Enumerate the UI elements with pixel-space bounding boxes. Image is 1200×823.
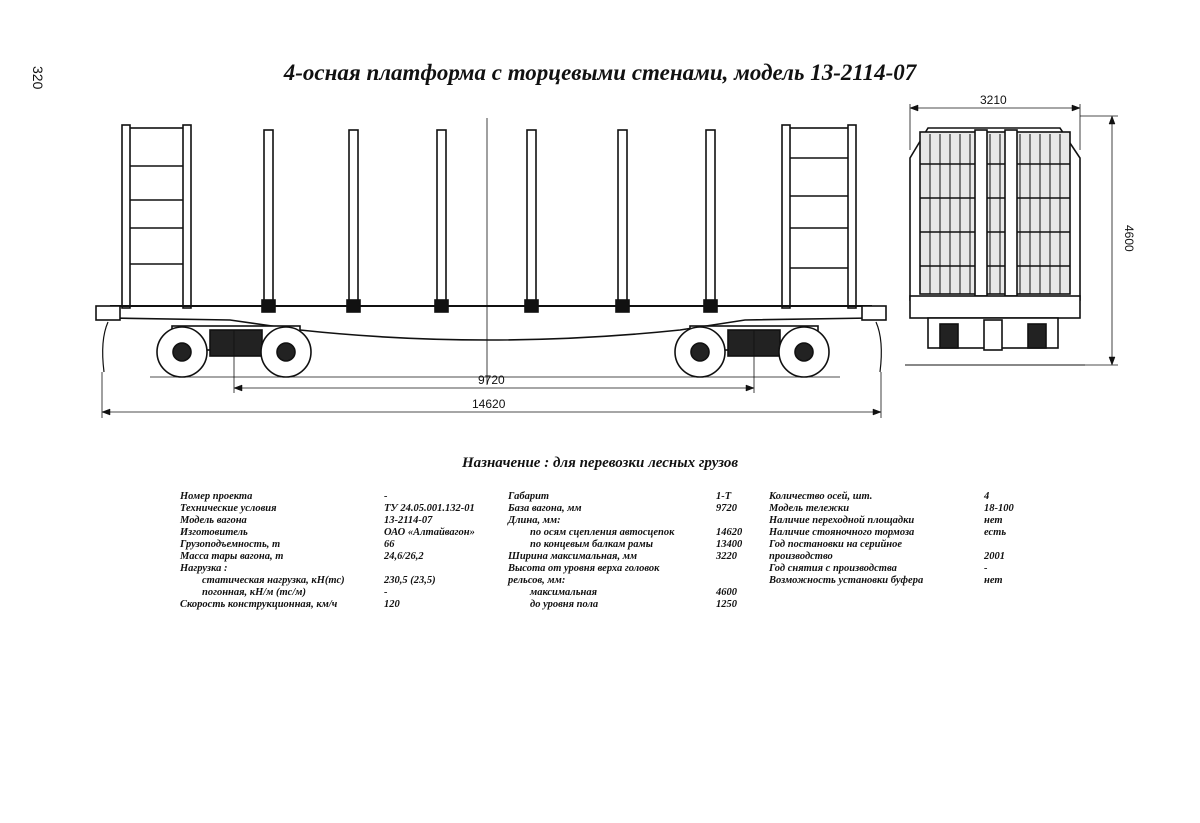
spec-value: 230,5 (23,5) — [384, 575, 436, 586]
spec-value: есть — [984, 527, 1007, 538]
purpose-heading: Назначение : для перевозки лесных грузов — [461, 455, 739, 471]
spec-value: 66 — [384, 539, 395, 550]
spec-value — [384, 563, 475, 575]
spec-value: - — [984, 563, 988, 574]
spec-label: Длина, мм: — [508, 515, 561, 526]
spec-value: 9720 — [716, 503, 737, 514]
spec-col2-values: 1-Т 9720 14620 13400 3220 4600 1250 — [716, 491, 742, 611]
spec-label: Нагрузка : — [180, 563, 228, 574]
spec-value — [716, 575, 742, 587]
spec-label: Наличие переходной площадки — [769, 515, 915, 526]
spec-label: Габарит — [508, 491, 550, 502]
spec-label: Масса тары вагона, т — [180, 551, 284, 562]
spec-label: Наличие стояночного тормоза — [769, 527, 915, 538]
spec-label: Изготовитель — [180, 527, 248, 538]
spec-value: 13-2114-07 — [384, 515, 433, 526]
base-dimension: 9720 — [478, 373, 505, 387]
spec-label: Модель вагона — [180, 515, 247, 526]
length-dimension: 14620 — [472, 397, 506, 411]
spec-label: по концевым балкам рамы — [530, 539, 653, 550]
spec-label: статическая нагрузка, кН(тс) — [202, 575, 345, 586]
spec-label: Возможность установки буфера — [769, 575, 924, 586]
spec-col1-labels: Номер проекта Технические условия Модель… — [180, 491, 345, 611]
spec-value: ТУ 24.05.001.132-01 — [384, 503, 475, 514]
spec-label: рельсов, мм: — [508, 575, 566, 586]
spec-value: - — [384, 587, 388, 598]
spec-value: - — [384, 491, 388, 502]
spec-label: Номер проекта — [180, 491, 253, 502]
spec-value: 14620 — [716, 527, 743, 538]
spec-label: погонная, кН/м (тс/м) — [202, 587, 306, 598]
width-dimension: 3210 — [980, 93, 1007, 107]
spec-value: 1-Т — [716, 491, 732, 502]
end-view — [905, 104, 1118, 366]
spec-value: 24,6/26,2 — [384, 551, 424, 562]
spec-value: 120 — [384, 599, 400, 610]
spec-value: 4 — [984, 491, 990, 502]
spec-value: 18-100 — [984, 503, 1014, 514]
spec-col2-labels: Габарит База вагона, мм Длина, мм: по ос… — [508, 491, 674, 611]
spec-value — [716, 515, 742, 527]
spec-value: 4600 — [716, 587, 737, 598]
spec-value: нет — [984, 515, 1003, 526]
spec-label: Модель тележки — [769, 503, 850, 514]
spec-label: Высота от уровня верха головок — [508, 563, 660, 574]
spec-value: нет — [984, 575, 1003, 586]
spec-value: 2001 — [984, 551, 1005, 562]
spec-col3-labels: Количество осей, шт. Модель тележки Нали… — [769, 491, 923, 587]
spec-label: производство — [769, 551, 833, 562]
spec-label: максимальная — [530, 587, 597, 598]
spec-value: 13400 — [716, 539, 743, 550]
spec-col3-values: 4 18-100 нет есть 2001 - нет — [984, 491, 1014, 587]
spec-label: Год снятия с производства — [769, 563, 897, 574]
spec-value — [984, 539, 1014, 551]
spec-value: 1250 — [716, 599, 737, 610]
side-view — [95, 118, 887, 418]
spec-value: 3220 — [716, 551, 737, 562]
spec-label: Ширина максимальная, мм — [508, 551, 638, 562]
page-title: 4-осная платформа с торцевыми стенами, м… — [283, 60, 917, 85]
spec-label: Количество осей, шт. — [769, 491, 873, 502]
spec-label: Грузоподъемность, т — [180, 539, 281, 550]
spec-value: ОАО «Алтайвагон» — [384, 527, 475, 538]
spec-col1-values: - ТУ 24.05.001.132-01 13-2114-07 ОАО «Ал… — [384, 491, 475, 611]
spec-label: Технические условия — [180, 503, 277, 514]
spec-label: до уровня пола — [530, 599, 599, 610]
height-dimension: 4600 — [1122, 225, 1136, 252]
spec-value — [716, 563, 742, 575]
spec-label: Скорость конструкционная, км/ч — [180, 599, 338, 610]
spec-label: по осям сцепления автосцепок — [530, 527, 675, 538]
spec-label: Год постановки на серийное — [769, 539, 903, 550]
spec-label: База вагона, мм — [508, 503, 582, 514]
